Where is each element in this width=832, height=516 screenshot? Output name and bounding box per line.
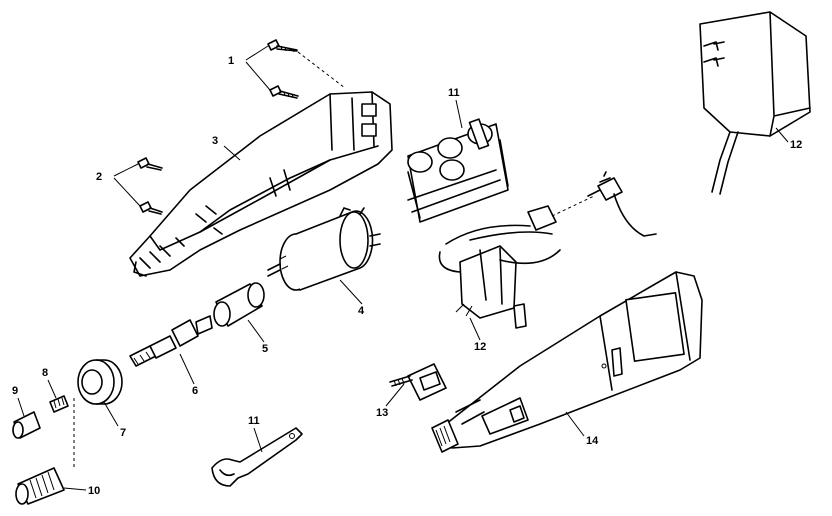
collet	[49, 395, 69, 413]
battery-pack	[407, 118, 509, 223]
tool-body-housing	[431, 271, 703, 453]
screw-top-lower	[269, 85, 299, 99]
callout-label: 13	[376, 407, 388, 419]
screw-left-upper	[137, 157, 163, 171]
brush-holder	[389, 363, 447, 401]
screw-top-upper	[267, 39, 298, 53]
motor	[267, 207, 381, 291]
callout-11a: 3	[212, 135, 241, 161]
callout-label: 10	[88, 485, 100, 497]
callout-8: 13	[376, 383, 405, 419]
callout-9: 4	[339, 279, 365, 317]
keyless-chuck	[15, 467, 65, 505]
callout-10: 12	[469, 317, 486, 353]
housing-nut	[77, 359, 123, 405]
housing-half	[129, 91, 393, 277]
wall-charger	[699, 11, 811, 195]
callout-11b: 14	[565, 411, 599, 447]
callout-label: 11	[448, 87, 460, 99]
collet-nut	[12, 411, 41, 439]
callout-4: 7	[103, 401, 126, 439]
callout-14: 12	[775, 127, 802, 151]
wrench	[211, 427, 303, 487]
callout-label: 7	[120, 427, 126, 439]
screw-guide-line	[297, 51, 346, 89]
callout-2: 8	[42, 367, 57, 399]
callout-label: 9	[12, 385, 18, 397]
callout-1: 9	[12, 385, 25, 417]
screw-left-lower	[139, 201, 163, 215]
switch-wiring-assembly	[438, 171, 657, 329]
callout-label: 5	[262, 343, 268, 355]
callout-5: 11	[248, 415, 263, 453]
callout-label: 12	[790, 139, 802, 151]
callout-6: 6	[179, 353, 198, 397]
callout-label: 12	[474, 341, 486, 353]
callout-label: 1	[228, 55, 234, 67]
callout-label: 4	[358, 305, 365, 317]
callout-12b: 2	[96, 163, 141, 207]
callout-label: 8	[42, 367, 48, 379]
coupling	[213, 282, 265, 327]
callout-label: 3	[212, 135, 218, 147]
spindle-shaft	[129, 315, 213, 367]
callout-label: 6	[192, 385, 198, 397]
callout-7: 5	[247, 319, 268, 355]
callout-3: 10	[63, 485, 100, 497]
callout-label: 2	[96, 171, 102, 183]
callout-13: 11	[448, 87, 463, 129]
callout-label: 14	[586, 435, 599, 447]
callout-12a: 1	[228, 45, 271, 91]
callout-label: 11	[248, 415, 260, 427]
